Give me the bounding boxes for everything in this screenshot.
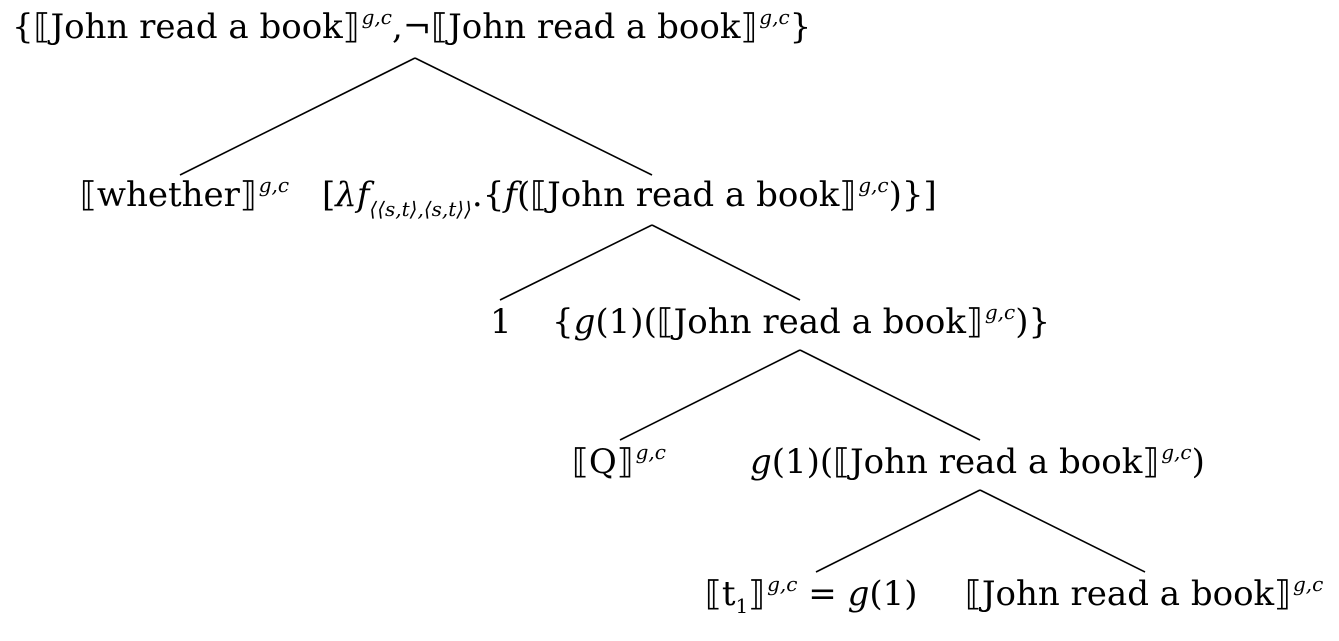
lambda-variable: f <box>356 175 370 215</box>
lambda-symbol: λ <box>335 175 357 215</box>
root-phrase-1: John read a book <box>50 7 343 47</box>
john-node: ⟦John read a book⟧g,c <box>965 574 1323 614</box>
trace-superscript: g,c <box>767 572 798 596</box>
edge-set-q <box>619 349 801 441</box>
g-node-superscript: g,c <box>1161 440 1192 464</box>
set-g: g <box>573 302 596 342</box>
trace-close: ⟧ <box>748 574 766 614</box>
g-node-phrase: John read a book <box>850 442 1143 482</box>
set-node: {g(1)(⟦John read a book⟧g,c)} <box>552 302 1051 342</box>
g-node: g(1)(⟦John read a book⟧g,c) <box>750 442 1205 482</box>
edge-lambda-set <box>651 224 801 301</box>
lambda-open: [ <box>322 175 336 215</box>
john-close: ⟧ <box>1274 574 1291 614</box>
q-superscript: g,c <box>635 440 666 464</box>
q-close: ⟧ <box>616 442 634 482</box>
g-node-close: ) <box>1191 442 1205 482</box>
set-close: )} <box>1015 302 1051 342</box>
lambda-body-f: f <box>504 175 517 215</box>
root-close: } <box>789 7 812 47</box>
set-open: { <box>552 302 574 342</box>
root-phrase-2: John read a book <box>448 7 741 47</box>
index-value: 1 <box>490 302 512 342</box>
root-close-bracket: ⟧ <box>740 7 758 47</box>
edge-g-trace <box>815 489 981 573</box>
root-mid-bracket: ⟧ <box>342 7 360 47</box>
edge-root-whether <box>179 57 416 176</box>
lambda-body-paren-close: )} <box>888 175 924 215</box>
lambda-type-subscript: ⟨⟨s,t⟩,⟨s,t⟩⟩ <box>369 197 472 221</box>
q-open: ⟦ <box>572 442 589 482</box>
whether-word: whether <box>96 175 240 215</box>
whether-close: ⟧ <box>239 175 257 215</box>
lambda-dot: . <box>471 175 483 215</box>
set-arg: (1)(⟦ <box>595 302 674 342</box>
edge-root-lambda <box>414 57 653 176</box>
trace-t: t <box>721 574 736 614</box>
lambda-body-open: { <box>482 175 505 215</box>
trace-equals: = <box>797 574 848 614</box>
lambda-superscript: g,c <box>858 173 889 197</box>
lambda-body-close-bracket: ⟧ <box>839 175 857 215</box>
root-superscript-1: g,c <box>361 5 392 29</box>
set-phrase: John read a book <box>673 302 966 342</box>
lambda-phrase: John read a book <box>547 175 840 215</box>
john-open: ⟦ <box>965 574 982 614</box>
whether-node: ⟦whether⟧g,c <box>80 175 289 215</box>
whether-open: ⟦ <box>80 175 97 215</box>
root-open: {⟦ <box>12 7 51 47</box>
set-superscript: g,c <box>984 300 1016 324</box>
trace-g: g <box>847 574 870 614</box>
edge-g-john <box>979 489 1146 573</box>
g-node-arg: (1)(⟦ <box>771 442 851 482</box>
john-phrase: John read a book <box>981 574 1275 614</box>
q-node: ⟦Q⟧g,c <box>572 442 666 482</box>
root-separator: , <box>392 7 403 47</box>
edge-lambda-index <box>499 224 653 301</box>
john-superscript: g,c <box>1293 572 1324 596</box>
lambda-body-paren-open: (⟦ <box>516 175 548 215</box>
trace-node: ⟦t1⟧g,c = g(1) <box>705 574 918 616</box>
set-close-bracket: ⟧ <box>965 302 983 342</box>
lambda-close: ] <box>923 175 937 215</box>
index-node: 1 <box>490 305 512 339</box>
root-node: {⟦John read a book⟧g,c,¬⟦John read a boo… <box>12 7 812 47</box>
g-node-close-bracket: ⟧ <box>1142 442 1160 482</box>
edge-set-g <box>799 349 981 441</box>
trace-arg: (1) <box>869 574 918 614</box>
trace-open: ⟦ <box>705 574 722 614</box>
trace-subscript: 1 <box>735 594 749 618</box>
root-negation: ¬⟦ <box>402 7 449 47</box>
lambda-node: [λf⟨⟨s,t⟩,⟨s,t⟩⟩.{f(⟦John read a book⟧g,… <box>322 175 937 219</box>
root-superscript-2: g,c <box>759 5 790 29</box>
q-word: Q <box>588 442 617 482</box>
whether-superscript: g,c <box>258 173 290 197</box>
g-node-g: g <box>750 442 772 482</box>
